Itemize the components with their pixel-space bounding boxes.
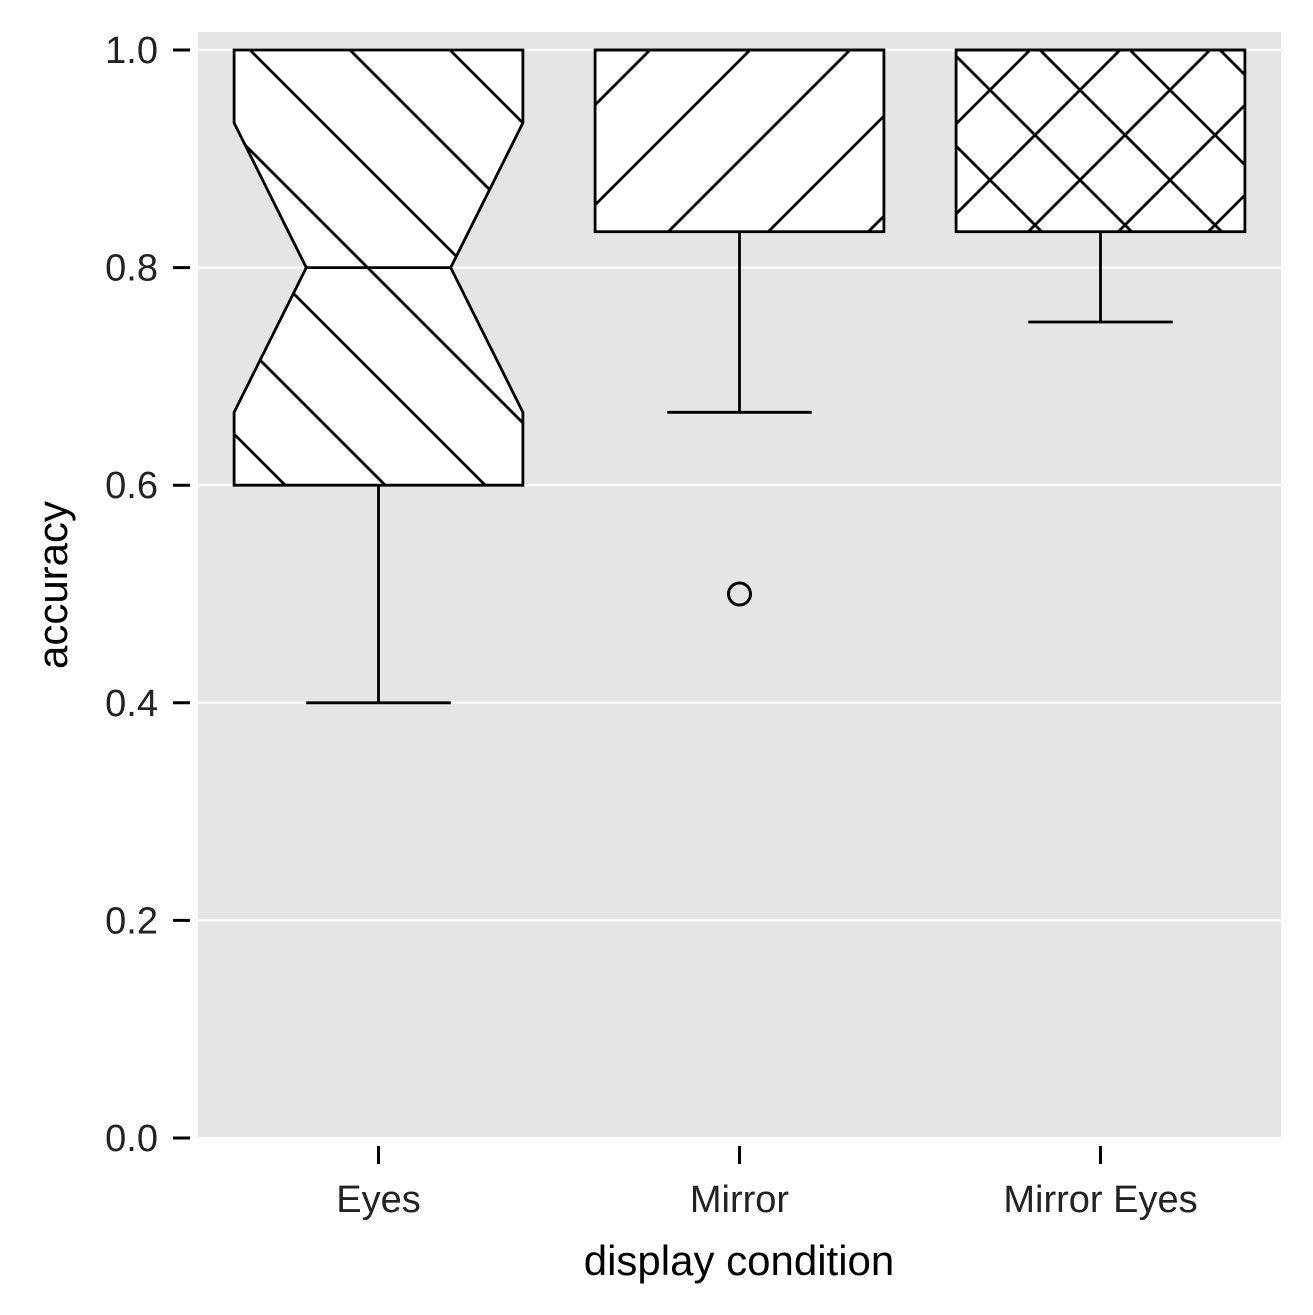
x-tick-label-2: Mirror Eyes [1003, 1179, 1197, 1221]
y-axis-title: accuracy [29, 501, 76, 669]
y-tick-label-4: 0.8 [105, 248, 158, 290]
x-axis-title: display condition [584, 1237, 895, 1284]
x-axis: Eyes Mirror Mirror Eyes [336, 1146, 1198, 1221]
box-group [232, 48, 1247, 705]
box-1 [593, 48, 886, 607]
y-tick-label-3: 0.6 [105, 465, 158, 507]
x-tick-label-0: Eyes [336, 1179, 420, 1221]
y-tick-label-2: 0.4 [105, 683, 158, 725]
y-axis: 0.0 0.2 0.4 0.6 0.8 1.0 [105, 30, 190, 1160]
y-tick-label-1: 0.2 [105, 900, 158, 942]
y-tick-label-0: 0.0 [105, 1118, 158, 1160]
box-2 [954, 48, 1247, 324]
box-0 [232, 48, 525, 705]
box-body-1 [593, 48, 886, 234]
box-body-2 [954, 48, 1247, 234]
outlier-point-1-0 [727, 581, 752, 607]
y-tick-label-5: 1.0 [105, 30, 158, 72]
x-tick-label-1: Mirror [690, 1179, 790, 1221]
